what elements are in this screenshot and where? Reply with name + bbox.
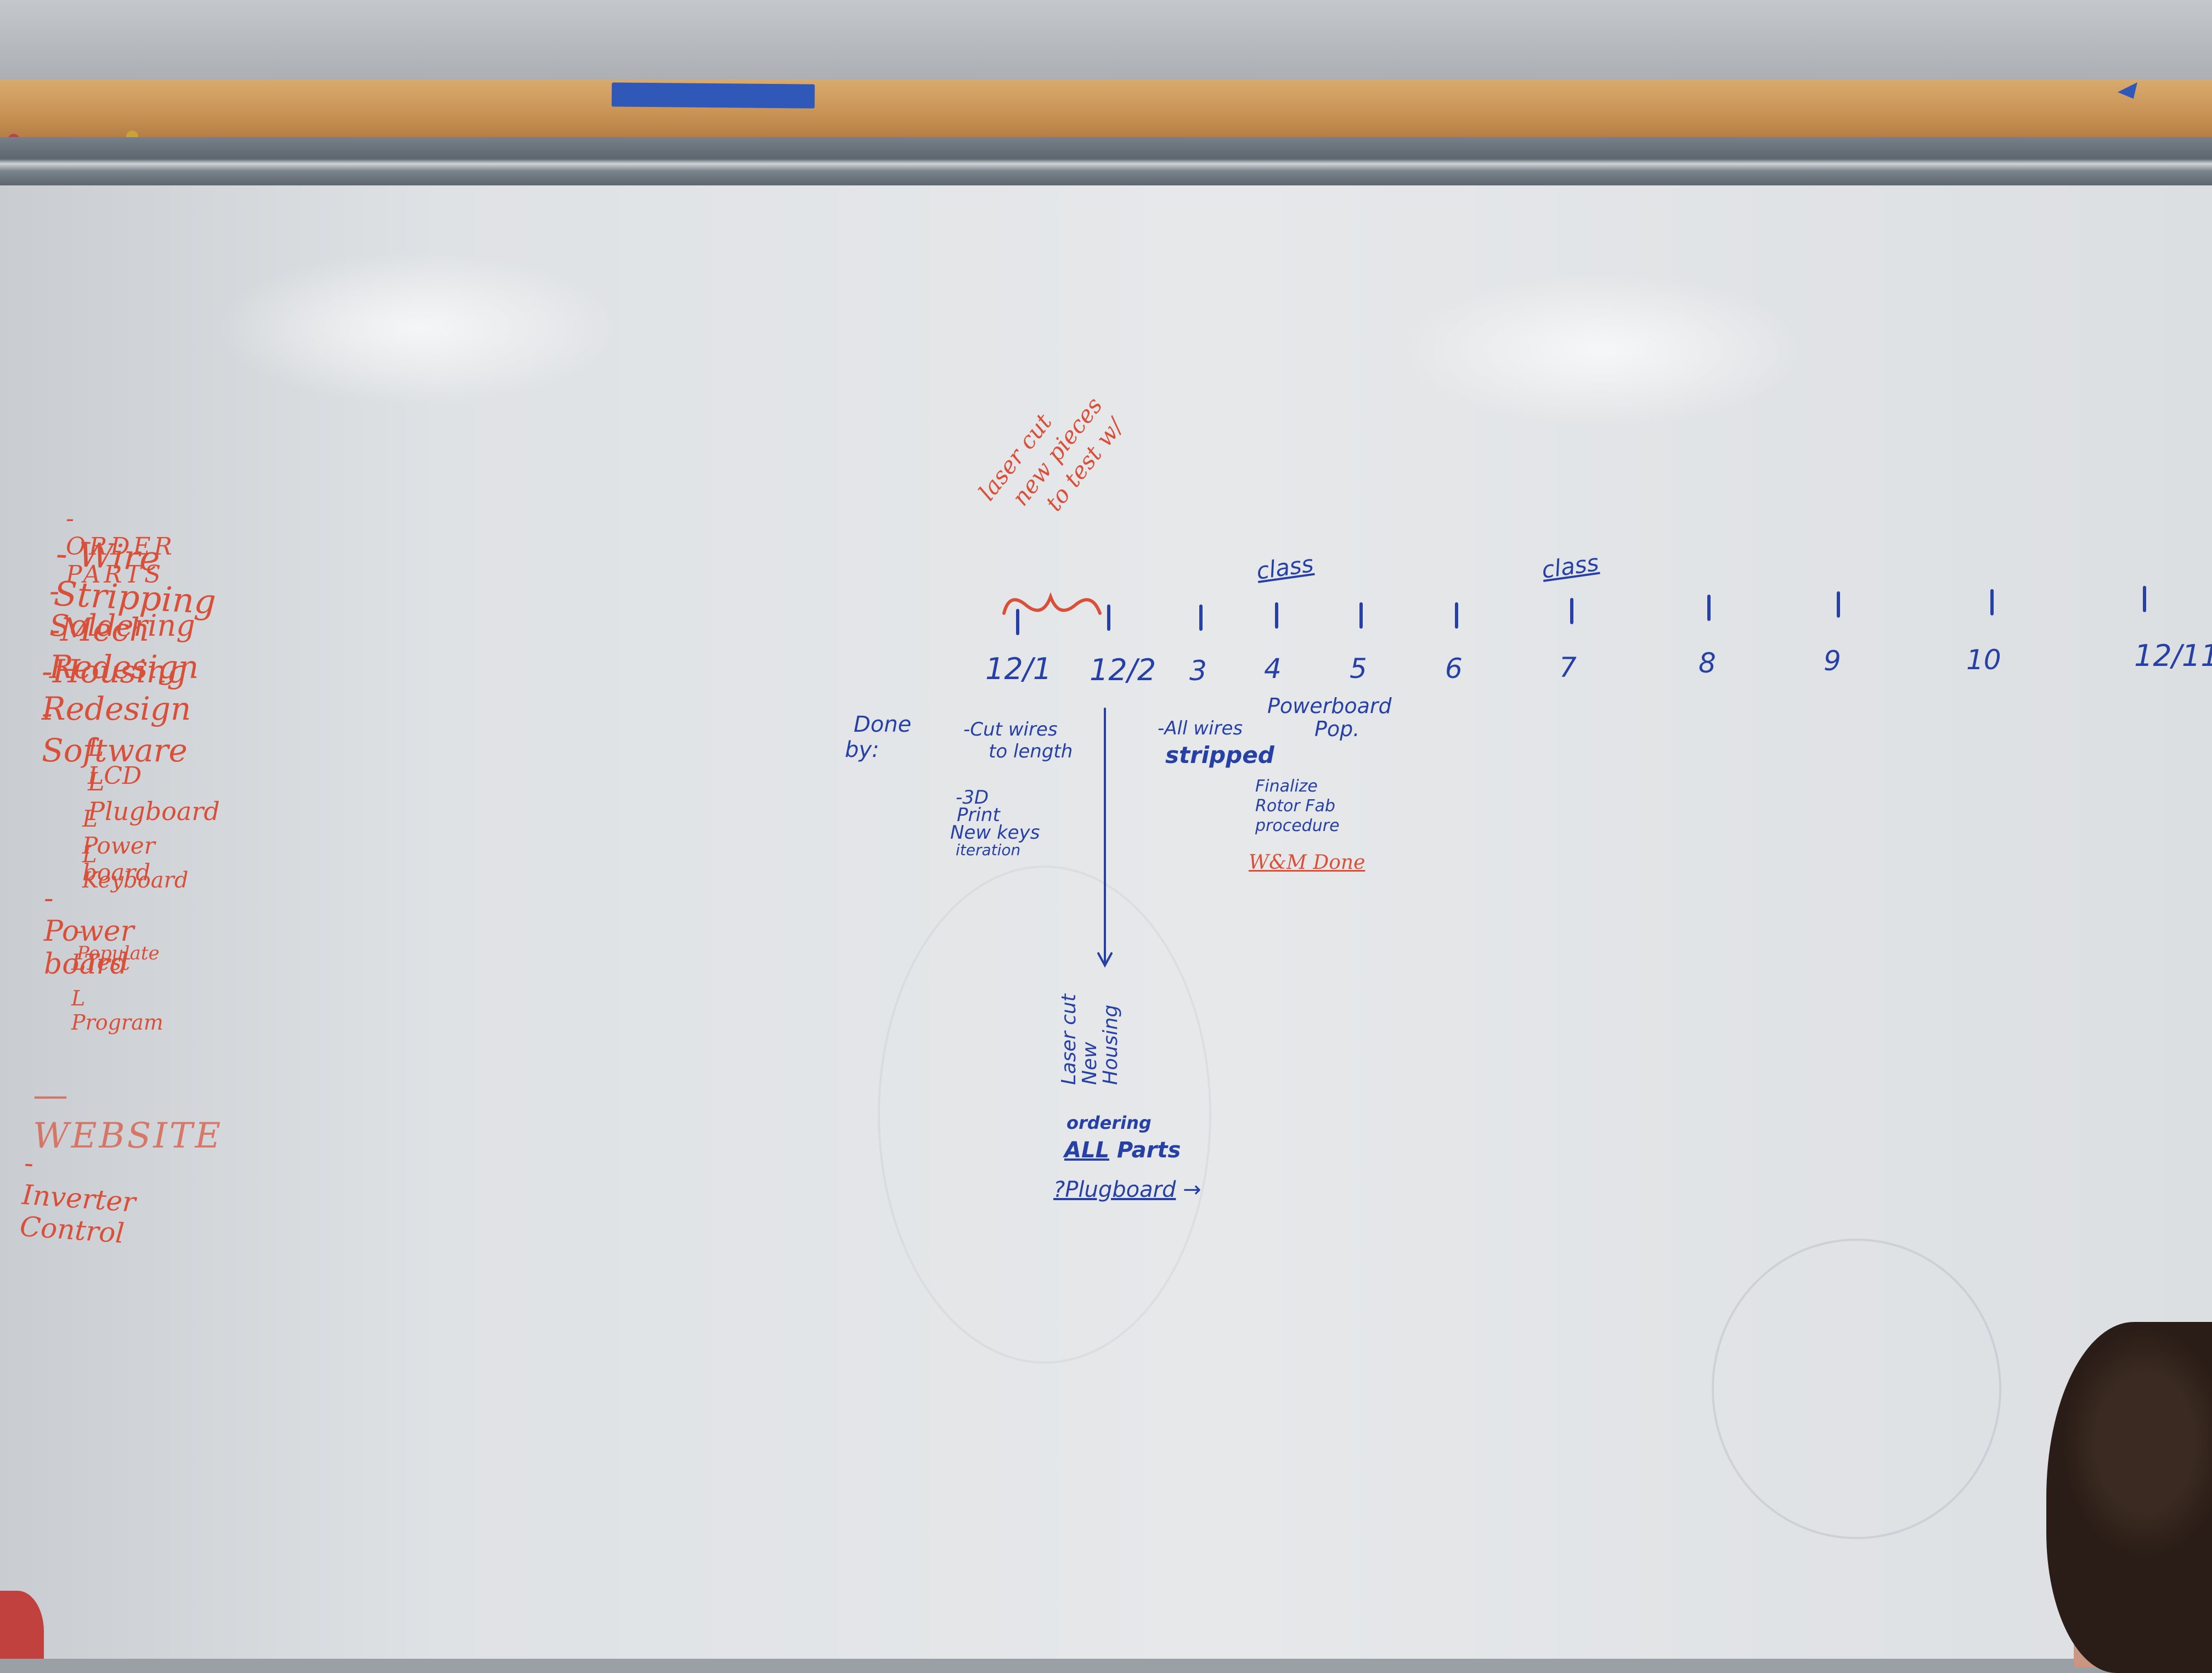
timeline-date: 7 (1559, 652, 1577, 683)
timeline-date: 4 (1264, 653, 1282, 685)
timeline-tick (1016, 609, 1019, 635)
down-arrow (1097, 708, 1113, 968)
timeline-date: 12/2 (1090, 653, 1156, 687)
right-arrow-icon: → (1176, 1177, 1201, 1202)
task-item: - Software (42, 694, 188, 769)
wall (0, 0, 2212, 88)
task-item: L Power board (82, 805, 155, 886)
print-keys-note: -3D Print New keys iteration (950, 787, 1040, 859)
blue-tape (611, 82, 815, 109)
plugboard-word: ?Plugboard (1053, 1177, 1176, 1202)
timeline-date: 12/11 (2134, 638, 2212, 673)
done-by-line: Done (854, 712, 912, 737)
task-item: -ORDER PARTS (66, 505, 176, 589)
laser-cut-annotation: laser cut new pieces to test w/ (972, 307, 1184, 543)
timeline-date: 8 (1699, 647, 1716, 679)
parts-word: Parts (1116, 1138, 1181, 1163)
task-item: - Soldering (49, 574, 195, 643)
whiteboard: -ORDER PARTS - Wire Stripping - Solderin… (0, 185, 2212, 1659)
cut-wires-note: -Cut wires to length (963, 719, 1073, 762)
person-head (2046, 1322, 2212, 1673)
plugboard-note: ?Plugboard → (1053, 1177, 1201, 1202)
all-parts-note: ALL Parts (1064, 1138, 1181, 1163)
timeline-tick (1990, 589, 1994, 615)
note-line: Rotor Fab (1255, 796, 1335, 816)
task-item: L Keyboard (82, 843, 189, 893)
task-item: L LCD (88, 734, 142, 790)
timeline-date: 6 (1445, 653, 1463, 685)
powerboard-pop-note: Powerboard Pop. (1267, 694, 1392, 741)
timeline-tick (1837, 591, 1840, 618)
task-item: -Inverter Control (19, 1146, 137, 1250)
timeline-date: 3 (1189, 655, 1207, 687)
timeline-tick (1275, 602, 1278, 629)
note-line: New keys (950, 822, 1040, 844)
class-label: class (1255, 550, 1316, 585)
wm-done-note: W&M Done (1249, 851, 1365, 874)
note-line: -3D (956, 787, 989, 809)
note-line: Powerboard (1267, 694, 1392, 718)
timeline-tick (1359, 602, 1363, 629)
finalize-note: Finalize Rotor Fab procedure (1255, 777, 1340, 836)
all-wires-note: -All wires (1158, 717, 1243, 739)
note-line: to length (989, 741, 1073, 762)
erased-circle (1712, 1239, 2001, 1539)
timeline-tick (1199, 604, 1203, 631)
timeline-tick (2143, 586, 2146, 612)
ordering-note: ordering (1066, 1112, 1152, 1133)
done-by-label: Done by: (845, 712, 911, 762)
task-item: L Program (71, 986, 163, 1035)
class-label: class (1540, 549, 1601, 584)
all-parts-word: ALL (1064, 1138, 1109, 1163)
note-line: iteration (956, 841, 1021, 859)
timeline-date: 5 (1350, 653, 1367, 685)
cork-strip (0, 80, 2212, 137)
timeline-tick (1707, 595, 1711, 621)
board-frame (0, 137, 2212, 185)
erased-circle (878, 866, 1211, 1364)
task-item: L Plugboard (88, 767, 220, 826)
task-item: -Power board (44, 882, 134, 981)
note-line: -Cut wires (963, 719, 1058, 741)
stripped-note: stripped (1165, 742, 1274, 768)
timeline-date: 9 (1824, 645, 1841, 677)
note-line: New Housing (1079, 1004, 1122, 1085)
laser-cut-housing-note: Laser cut New Housing (1058, 964, 1122, 1085)
task-item: LTest (71, 950, 131, 975)
timeline-date: 12/1 (985, 652, 1052, 686)
brace-mark (1002, 592, 1102, 615)
task-item: -Housing Redesign (42, 653, 191, 727)
timeline-date: 10 (1966, 644, 2001, 676)
task-item: -Populate (77, 920, 160, 964)
task-item: -Mech Redesign (49, 611, 199, 686)
note-line: procedure (1255, 816, 1340, 835)
task-item: —WEBSITE (33, 1075, 223, 1156)
note-line: Print (957, 804, 1000, 826)
note-line: Finalize (1255, 777, 1318, 796)
timeline-tick (1107, 604, 1110, 631)
done-by-line: by: (845, 737, 879, 762)
timeline-tick (1570, 598, 1573, 624)
note-line: Pop. (1314, 717, 1360, 741)
note-line: Laser cut (1058, 994, 1080, 1085)
timeline-tick (1455, 602, 1458, 629)
